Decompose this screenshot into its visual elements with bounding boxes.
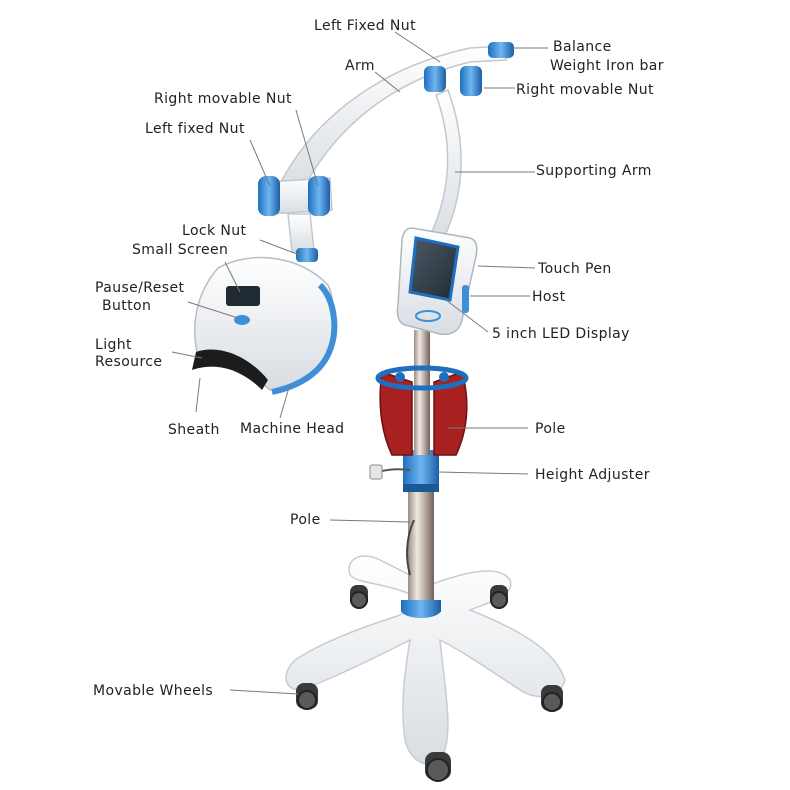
leader-left-fixed-nut xyxy=(249,139,271,187)
label-left-fixed-nut-top: Left Fixed Nut xyxy=(314,18,416,34)
leader-lock-nut xyxy=(259,239,303,257)
label-movable-wheels: Movable Wheels xyxy=(93,683,214,699)
wheels xyxy=(296,585,563,782)
label-right-movable-nut-left: Right movable Nut xyxy=(154,91,292,107)
goggle-holder xyxy=(375,365,469,456)
label-sheath: Sheath xyxy=(168,422,220,438)
power-cable xyxy=(369,464,415,576)
leader-light-resource xyxy=(171,351,203,359)
leader-movable-wheels xyxy=(229,689,299,695)
wheel-icon xyxy=(296,683,318,710)
leader-pause-reset xyxy=(187,301,239,319)
wheel-icon xyxy=(490,585,508,609)
label-light-resource-line1: Light xyxy=(95,337,132,353)
leader-pole-lower xyxy=(329,519,411,523)
machine-head xyxy=(192,256,338,395)
label-supporting-arm: Supporting Arm xyxy=(536,163,652,179)
lower-pole xyxy=(401,480,441,618)
wheel-icon xyxy=(541,685,563,712)
leader-led-display xyxy=(445,299,489,333)
label-pole-lower: Pole xyxy=(290,512,321,528)
label-light-resource-line2: Resource xyxy=(95,354,163,370)
supporting-arm xyxy=(426,89,462,246)
upper-pole xyxy=(414,330,430,455)
label-small-screen: Small Screen xyxy=(132,242,229,258)
label-pause-reset-line1: Pause/Reset xyxy=(95,280,185,296)
label-lock-nut: Lock Nut xyxy=(182,223,247,239)
label-pause-reset-line2: Button xyxy=(102,298,152,314)
label-balance-line2: Weight Iron bar xyxy=(550,58,664,74)
label-right-movable-nut-right: Right movable Nut xyxy=(516,82,654,98)
height-adjuster xyxy=(403,450,439,492)
label-led-display: 5 inch LED Display xyxy=(492,326,630,342)
label-pole-upper: Pole xyxy=(535,421,566,437)
label-balance-line1: Balance xyxy=(553,39,612,55)
label-machine-head: Machine Head xyxy=(240,421,345,437)
label-arm: Arm xyxy=(345,58,375,74)
wheel-icon xyxy=(425,752,451,782)
label-height-adjuster: Height Adjuster xyxy=(535,467,650,483)
leader-touch-pen xyxy=(477,265,536,269)
leader-small-screen xyxy=(224,261,241,293)
leader-sheath xyxy=(195,377,201,413)
leader-arm xyxy=(374,71,401,93)
label-host: Host xyxy=(532,289,566,305)
wheel-icon xyxy=(350,585,368,609)
label-touch-pen: Touch Pen xyxy=(538,261,612,277)
leader-lines xyxy=(171,31,548,695)
head-joint xyxy=(258,176,333,262)
label-left-fixed-nut: Left fixed Nut xyxy=(145,121,245,137)
host-unit xyxy=(396,227,478,336)
leader-left-fixed-nut-top xyxy=(394,31,441,63)
leader-right-movable-nut-left xyxy=(295,109,319,187)
leader-machine-head xyxy=(279,383,291,419)
leader-height-adjuster xyxy=(437,471,529,475)
